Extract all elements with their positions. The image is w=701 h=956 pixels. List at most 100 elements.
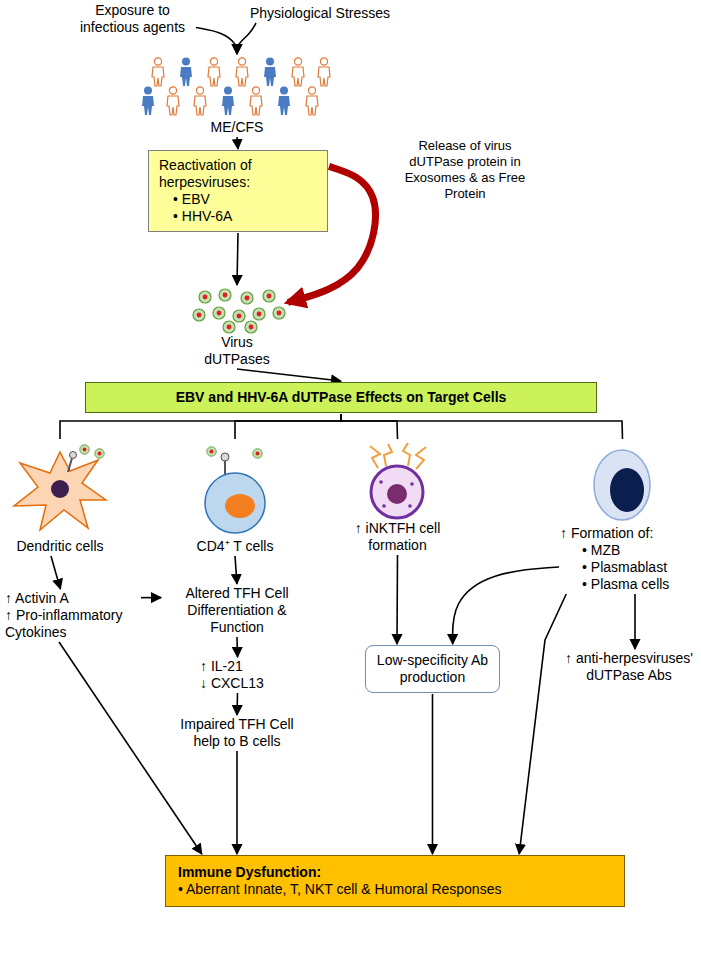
node-text: ↑ anti-herpesviruses' dUTPase Abs bbox=[560, 650, 698, 684]
receptor bbox=[68, 458, 72, 472]
person bbox=[208, 58, 220, 86]
header-band: EBV and HHV-6A dUTPase Effects on Target… bbox=[85, 382, 597, 413]
node-text: • MZB bbox=[560, 542, 685, 559]
flow-arrow bbox=[237, 369, 341, 381]
crowd bbox=[142, 58, 330, 116]
stressor-label: Physiological Stresses bbox=[240, 5, 400, 22]
person bbox=[292, 58, 304, 86]
flow-arrow bbox=[236, 693, 238, 715]
flow-arrow bbox=[396, 555, 398, 644]
inkt-cell-icon bbox=[370, 443, 426, 518]
person bbox=[264, 58, 276, 87]
node-text: • EBV bbox=[159, 191, 317, 208]
inkt-cell-body bbox=[371, 466, 423, 518]
dot bbox=[95, 449, 104, 458]
dot bbox=[253, 449, 262, 458]
dendritic-cell-icon bbox=[14, 445, 106, 530]
bracket-line bbox=[341, 414, 398, 439]
flow-arrow bbox=[235, 556, 237, 584]
node-text: • Aberrant Innate, T, NKT cell & Humoral… bbox=[178, 881, 612, 898]
node-text: CD4⁺ T cells bbox=[180, 538, 290, 555]
person bbox=[152, 58, 164, 86]
effect-text: ↑ IL-21↓ CXCL13 bbox=[200, 658, 275, 692]
node-text: Immune Dysfunction: bbox=[178, 864, 612, 881]
dot bbox=[207, 447, 216, 456]
node-text: Exposure to infectious agents bbox=[70, 2, 195, 36]
flow-arrow bbox=[141, 597, 161, 599]
node-text: • Plasmablast bbox=[560, 559, 685, 576]
population-group: ME/CFS bbox=[137, 55, 337, 136]
dot bbox=[219, 289, 231, 301]
node-text: Impaired TFH Cell help to B cells bbox=[177, 716, 297, 750]
effect-text: ↑ Activin A↑ Pro-inflammatory Cytokines bbox=[5, 590, 140, 641]
dot bbox=[245, 321, 257, 333]
stressor-label: Exposure to infectious agents bbox=[70, 2, 195, 36]
virus-dutpases-cluster bbox=[193, 289, 285, 333]
node-text: EBV and HHV-6A dUTPase Effects on Target… bbox=[96, 389, 586, 406]
node-text: Virus dUTPases bbox=[187, 334, 287, 368]
receptor-head bbox=[70, 452, 77, 459]
node-text: Low-specificity Ab production bbox=[374, 652, 491, 686]
dot bbox=[263, 290, 275, 302]
dot bbox=[233, 310, 245, 322]
person bbox=[236, 58, 248, 86]
node-text: ↑ iNKTFH cell formation bbox=[330, 520, 465, 554]
granule bbox=[379, 480, 383, 484]
node-text: ↑ IL-21 bbox=[200, 658, 275, 675]
dot bbox=[241, 292, 253, 304]
flow-arrow bbox=[432, 694, 434, 854]
dendritic-cell-body bbox=[14, 452, 106, 530]
receptor-head bbox=[221, 453, 229, 461]
projection bbox=[384, 444, 392, 466]
person bbox=[194, 87, 206, 115]
person bbox=[142, 87, 154, 116]
person bbox=[180, 58, 192, 87]
node-text: ↑ Formation of: bbox=[560, 525, 685, 542]
projection bbox=[403, 443, 410, 466]
cell-type: ↑ Formation of:• MZB• Plasmablast• Plasm… bbox=[560, 440, 685, 593]
person bbox=[250, 87, 262, 115]
flow-arrow bbox=[51, 556, 60, 589]
flow-arrow bbox=[59, 642, 202, 854]
flow-arrow bbox=[236, 637, 238, 657]
nucleus bbox=[387, 484, 407, 504]
node-text: ↑ Activin A bbox=[5, 590, 140, 607]
flow-arrow bbox=[634, 594, 636, 649]
t-cell-body bbox=[205, 473, 265, 533]
projection bbox=[416, 447, 426, 469]
dot bbox=[80, 445, 89, 454]
flow-arrow bbox=[236, 751, 238, 854]
bracket-line bbox=[235, 414, 341, 439]
receptor bbox=[224, 461, 226, 474]
molecule-group: Virus dUTPases bbox=[187, 286, 287, 368]
node-text: • Plasma cells bbox=[560, 576, 685, 593]
flow-arrow bbox=[237, 137, 238, 149]
edge-label: Release of virus dUTPase protein in Exos… bbox=[390, 138, 540, 202]
flow-arrow bbox=[196, 28, 237, 55]
cell-type: CD4⁺ T cells bbox=[180, 440, 290, 555]
effect-text: Impaired TFH Cell help to B cells bbox=[177, 716, 297, 750]
effect-text: ↑ anti-herpesviruses' dUTPase Abs bbox=[560, 650, 698, 684]
person bbox=[167, 87, 179, 115]
dot bbox=[223, 321, 235, 333]
dot bbox=[193, 309, 205, 321]
node-text: Reactivation of herpesviruses: bbox=[159, 157, 317, 191]
projection bbox=[370, 446, 380, 468]
dot bbox=[213, 307, 225, 319]
outcome-box: Immune Dysfunction:• Aberrant Innate, T,… bbox=[165, 855, 625, 907]
outcome-box: Low-specificity Ab production bbox=[365, 645, 500, 693]
nucleus bbox=[51, 480, 69, 498]
bracket-line bbox=[341, 414, 623, 439]
flow-arrow bbox=[453, 567, 559, 644]
cell-type: ↑ iNKTFH cell formation bbox=[330, 440, 465, 554]
flow-arrow bbox=[237, 233, 238, 285]
granule bbox=[410, 482, 414, 486]
node-text: Dendritic cells bbox=[10, 538, 110, 555]
effect-text: Altered TFH Cell Differentiation & Funct… bbox=[162, 585, 312, 636]
cell-type: Dendritic cells bbox=[10, 440, 110, 555]
flow-arrow bbox=[519, 594, 566, 854]
node-text: ↑ Pro-inflammatory Cytokines bbox=[5, 607, 140, 641]
dot bbox=[253, 308, 265, 320]
